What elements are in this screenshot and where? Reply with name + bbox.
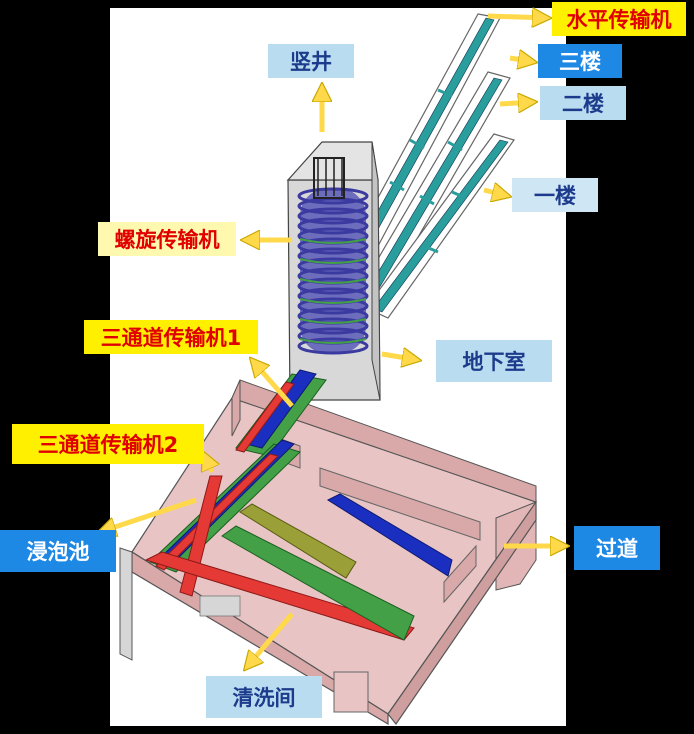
arrow-icon [509,58,534,62]
spiral-ring [297,187,369,205]
spiral-ring [297,277,369,295]
horizontal-conveyor-racks [355,13,515,319]
spiral-ring [297,217,369,235]
label-second-floor: 二楼 [540,86,626,120]
spiral-ring [297,337,369,355]
arrow-icon [381,354,418,360]
spiral-ring [297,237,369,255]
arrow-icon [252,360,294,408]
spiral-conveyor [297,157,369,355]
label-spiral-conveyor: 螺旋传输机 [98,222,236,256]
spiral-green-rail [299,278,367,284]
spiral-green-rail [299,298,367,304]
pointer-arrows [100,16,566,668]
label-basement: 地下室 [436,340,552,382]
spiral-ring [297,297,369,315]
arrow-icon [487,16,548,18]
arrow-icon [483,190,508,196]
arrow-icon [100,497,197,532]
spiral-green-rail [299,338,367,344]
arrow-icon [499,102,534,104]
spiral-green-rail [299,318,367,324]
label-triple-channel-conveyor-2: 三通道传输机2 [12,424,204,464]
label-vertical-shaft: 竖井 [268,44,354,78]
label-first-floor: 一楼 [512,178,598,212]
triple-channel-conveyors [144,369,453,641]
spiral-ring [297,257,369,275]
label-corridor: 过道 [574,526,660,570]
label-third-floor: 三楼 [538,44,622,78]
arrow-icon [246,612,294,668]
label-triple-channel-conveyor-1: 三通道传输机1 [84,320,258,354]
spiral-green-rail [299,238,367,244]
label-horizontal-conveyor: 水平传输机 [552,2,686,36]
spiral-ring [297,317,369,335]
label-soaking-pool: 浸泡池 [0,530,116,572]
spiral-ring [297,207,369,225]
label-cleaning-room: 清洗间 [206,676,322,718]
arrow-icon [204,454,212,474]
spiral-green-rail [299,258,367,264]
